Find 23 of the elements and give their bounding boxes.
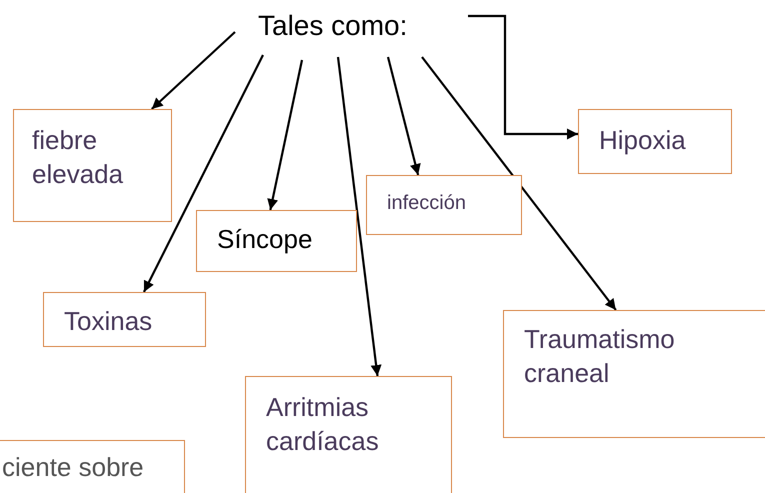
cause-label: Síncope [217, 223, 314, 256]
arrow [468, 14, 578, 140]
cause-label: infección [387, 191, 467, 216]
cause-box [503, 310, 765, 438]
cause-label: Traumatismo craneal [524, 323, 676, 390]
cause-label: Toxinas [64, 305, 154, 338]
cause-box [43, 292, 206, 347]
cause-box [245, 376, 452, 493]
cause-box [578, 109, 732, 174]
arrow [142, 54, 264, 292]
cause-label: Arritmias cardíacas [266, 391, 380, 458]
cause-box [366, 175, 522, 235]
cause-box [196, 210, 357, 272]
cause-label: Hipoxia [599, 124, 687, 157]
arrow [267, 60, 304, 210]
arrow [421, 56, 617, 311]
heading-label: Tales como: [250, 4, 440, 46]
arrow [151, 31, 236, 110]
cause-label: fiebre elevada [32, 124, 124, 191]
arrow [336, 56, 382, 376]
cause-label: ciente sobre [2, 451, 145, 484]
arrow [386, 56, 421, 176]
cause-box [13, 109, 172, 222]
